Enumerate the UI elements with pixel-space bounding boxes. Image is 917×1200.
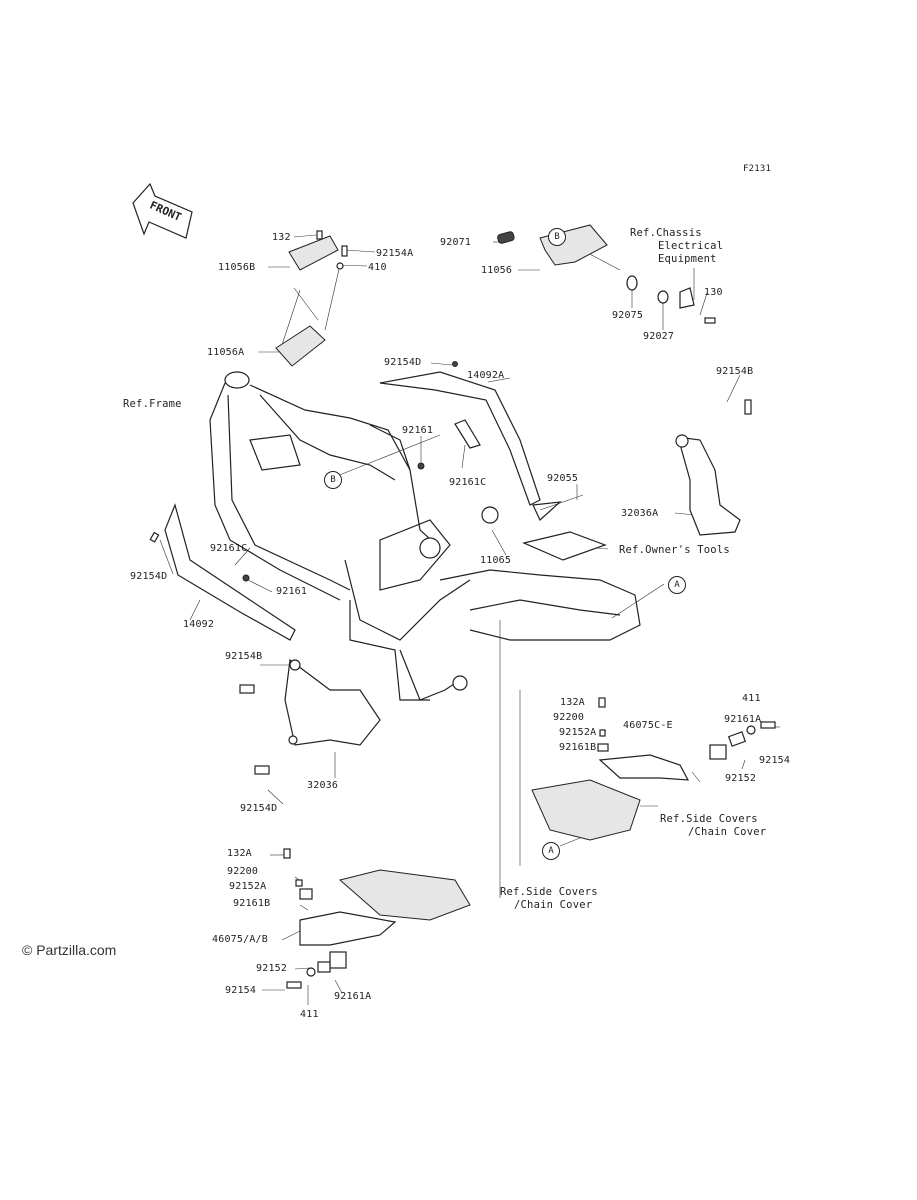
part-label-92027[interactable]: 92027 — [643, 331, 675, 342]
footpeg-bracket-left — [299, 869, 471, 946]
part-label-11056a[interactable]: 11056A — [207, 347, 245, 358]
front-arrow-text: FRONT — [148, 199, 184, 224]
part-label-92161[interactable]: 92161 — [276, 586, 308, 597]
part-label-92154b[interactable]: 92154B — [225, 651, 263, 662]
ref-frame: Ref.Frame — [123, 398, 182, 411]
ref-side-covers-right: Ref.Side Covers /Chain Cover — [660, 813, 766, 839]
main-frame — [209, 371, 641, 701]
plate-32036 — [284, 658, 381, 746]
callout-leaders — [331, 434, 441, 479]
part-label-92055[interactable]: 92055 — [547, 473, 579, 484]
rail-14092a — [379, 371, 541, 506]
callout-b: B — [548, 228, 566, 246]
part-label-92071[interactable]: 92071 — [440, 237, 472, 248]
part-label-92152a[interactable]: 92152A — [229, 881, 267, 892]
part-label-92154a[interactable]: 92154A — [376, 248, 414, 259]
callout-b: B — [324, 471, 342, 489]
ref-line: Ref.Side Covers — [660, 813, 758, 825]
ref-line: /Chain Cover — [514, 899, 593, 911]
ref-line: Ref.Chassis — [630, 227, 702, 239]
front-arrow-icon: FRONT — [132, 182, 193, 239]
part-label-92161a[interactable]: 92161A — [724, 714, 762, 725]
part-label-92161a[interactable]: 92161A — [334, 991, 372, 1002]
part-label-32036a[interactable]: 32036A — [621, 508, 659, 519]
rail-14092 — [164, 503, 296, 641]
diagram-code: F2131 — [743, 164, 772, 174]
part-label-32036[interactable]: 32036 — [307, 780, 339, 791]
plate-32036a — [675, 434, 741, 536]
part-label-92152[interactable]: 92152 — [725, 773, 757, 784]
part-label-11056[interactable]: 11056 — [481, 265, 513, 276]
part-label-92154b[interactable]: 92154B — [716, 366, 754, 377]
part-label-92154d[interactable]: 92154D — [130, 571, 168, 582]
callout-a: A — [542, 842, 560, 860]
ref-line: Electrical — [658, 240, 724, 252]
part-label-92161[interactable]: 92161 — [402, 425, 434, 436]
part-label-410[interactable]: 410 — [368, 262, 387, 273]
footpeg-bracket-right — [531, 754, 690, 841]
part-label-92161c[interactable]: 92161C — [449, 477, 487, 488]
hardware-parts — [149, 230, 776, 989]
part-label-132a[interactable]: 132A — [560, 697, 585, 708]
part-label-92154[interactable]: 92154 — [225, 985, 257, 996]
part-label-11065[interactable]: 11065 — [480, 555, 512, 566]
part-label-46075ab[interactable]: 46075/A/B — [212, 934, 268, 945]
ref-line: Ref.Frame — [123, 398, 182, 410]
part-label-92154d[interactable]: 92154D — [240, 803, 278, 814]
ref-line: Ref.Side Covers — [500, 886, 598, 898]
part-label-92152a[interactable]: 92152A — [559, 727, 597, 738]
callout-a: A — [668, 576, 686, 594]
part-label-14092a[interactable]: 14092A — [467, 370, 505, 381]
part-label-92154d[interactable]: 92154D — [384, 357, 422, 368]
ref-chassis-electrical: Ref.Chassis Electrical Equipment — [630, 227, 723, 266]
ref-side-covers-left: Ref.Side Covers /Chain Cover — [500, 886, 598, 912]
part-label-132a[interactable]: 132A — [227, 848, 252, 859]
part-label-92200[interactable]: 92200 — [553, 712, 585, 723]
ref-line: Equipment — [658, 253, 717, 265]
part-label-11056b[interactable]: 11056B — [218, 262, 256, 273]
part-label-130[interactable]: 130 — [704, 287, 723, 298]
part-label-14092[interactable]: 14092 — [183, 619, 215, 630]
part-label-411[interactable]: 411 — [300, 1009, 319, 1020]
tool-tray — [454, 419, 607, 561]
ref-line: /Chain Cover — [688, 826, 767, 838]
partzilla-watermark: © Partzilla.com — [22, 942, 117, 958]
part-label-92161c[interactable]: 92161C — [210, 543, 248, 554]
part-label-92161b[interactable]: 92161B — [559, 742, 597, 753]
part-label-92152[interactable]: 92152 — [256, 963, 288, 974]
part-label-46075ce[interactable]: 46075C-E — [623, 720, 673, 731]
part-label-411[interactable]: 411 — [742, 693, 761, 704]
part-label-92200[interactable]: 92200 — [227, 866, 259, 877]
ref-line: Ref.Owner's Tools — [619, 544, 730, 556]
part-label-132[interactable]: 132 — [272, 232, 291, 243]
part-label-92161b[interactable]: 92161B — [233, 898, 271, 909]
part-label-92075[interactable]: 92075 — [612, 310, 644, 321]
ref-owners-tools: Ref.Owner's Tools — [619, 544, 730, 557]
part-label-92154[interactable]: 92154 — [759, 755, 791, 766]
